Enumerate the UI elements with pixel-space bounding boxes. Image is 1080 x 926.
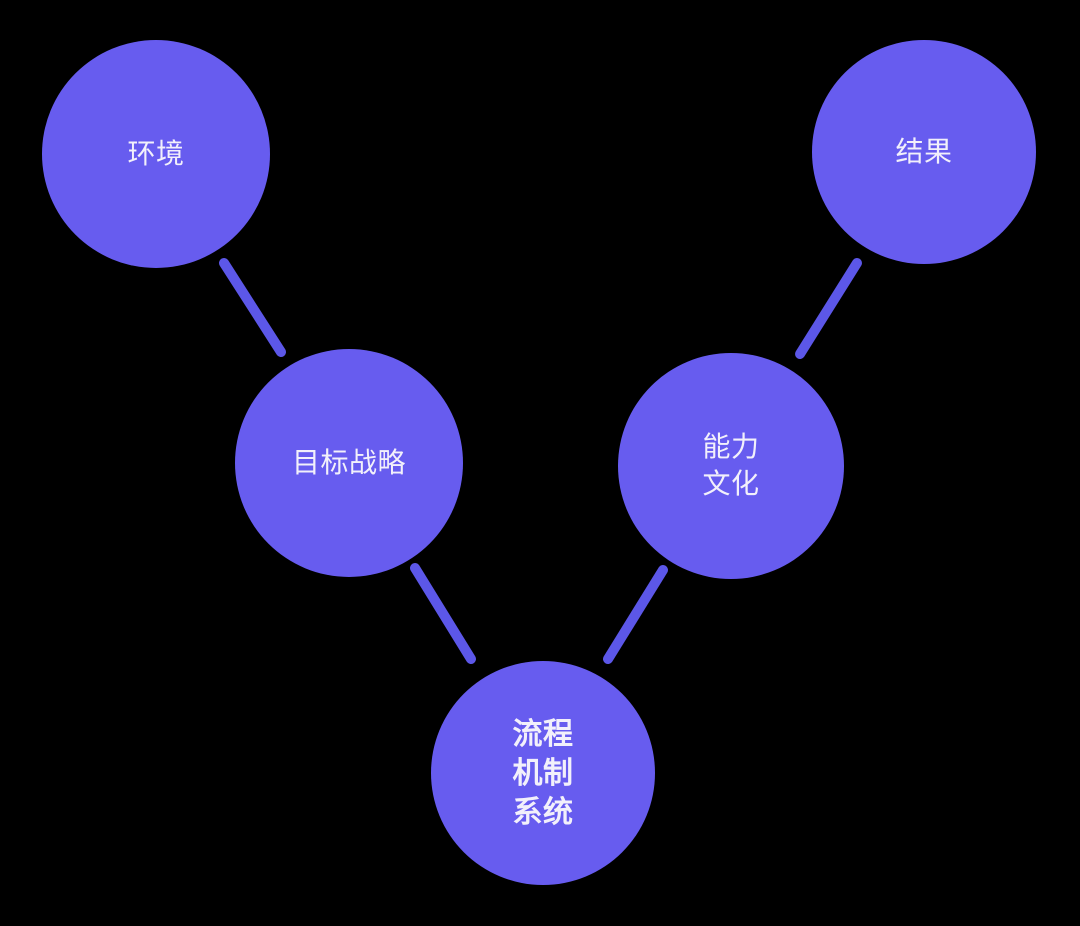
node-label: 结果 (895, 134, 952, 171)
node-goal-strategy: 目标战略 (235, 349, 463, 577)
node-label-line: 文化 (702, 467, 760, 500)
connector-goal-strategy-to-process-mechanism-system (410, 563, 476, 664)
node-label-line: 目标战略 (291, 445, 406, 479)
node-label-line: 机制 (512, 755, 574, 791)
node-label: 目标战略 (292, 445, 406, 482)
node-capability-culture: 能力文化 (618, 353, 844, 579)
connector-result-to-capability-culture (795, 258, 862, 359)
node-environment: 环境 (42, 40, 270, 268)
node-label: 流程机制系统 (513, 715, 574, 832)
node-label-line: 环境 (127, 136, 185, 170)
node-label: 能力文化 (702, 429, 759, 503)
node-label-line: 流程 (512, 716, 574, 752)
node-label: 环境 (127, 136, 184, 173)
connector-capability-culture-to-process-mechanism-system (603, 565, 668, 664)
node-process-mechanism-system: 流程机制系统 (431, 661, 655, 885)
node-label-line: 结果 (895, 134, 953, 168)
node-label-line: 系统 (512, 794, 574, 830)
connector-environment-to-goal-strategy (219, 258, 286, 357)
node-result: 结果 (812, 40, 1036, 264)
node-label-line: 能力 (702, 430, 760, 464)
